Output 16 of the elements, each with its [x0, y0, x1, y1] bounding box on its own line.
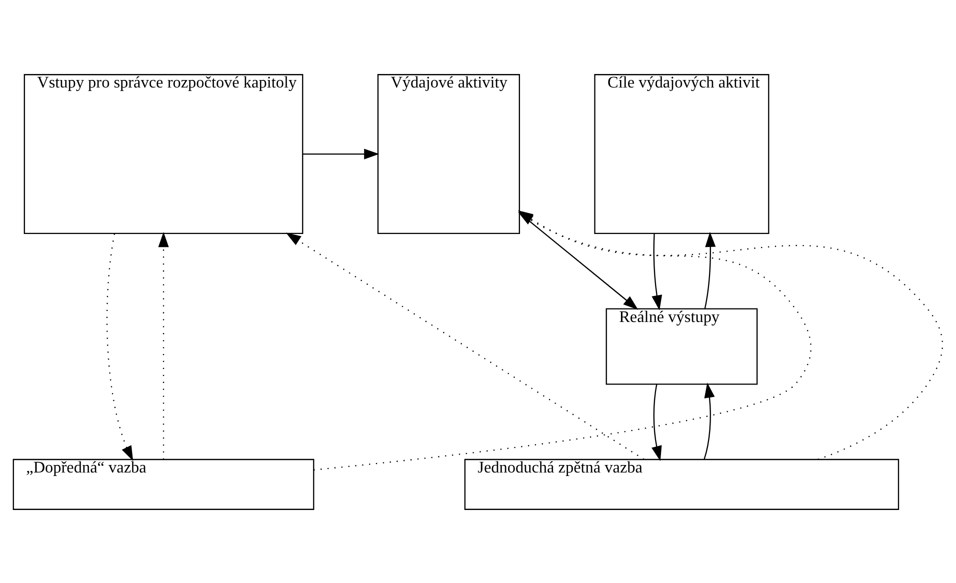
node-box: Výdajové aktivity	[377, 74, 520, 234]
arrow	[286, 232, 644, 460]
arrow	[302, 148, 380, 159]
arrow	[652, 233, 662, 310]
arrow	[158, 232, 169, 459]
arrow	[106, 233, 134, 460]
arrow	[519, 212, 638, 310]
arrow	[704, 231, 716, 308]
node-box: Cíle výdajových aktivit	[594, 74, 770, 234]
node-box: Jednoduchá zpětná vazba	[464, 458, 900, 510]
arrow	[518, 212, 943, 460]
node-box: „Dopředná“ vazba	[12, 458, 314, 510]
arrow	[652, 384, 662, 461]
node-box: Reálné výstupy	[606, 308, 758, 384]
node-box: Vstupy pro správce rozpočtové kapitoly	[24, 74, 304, 234]
arrow	[704, 382, 715, 460]
